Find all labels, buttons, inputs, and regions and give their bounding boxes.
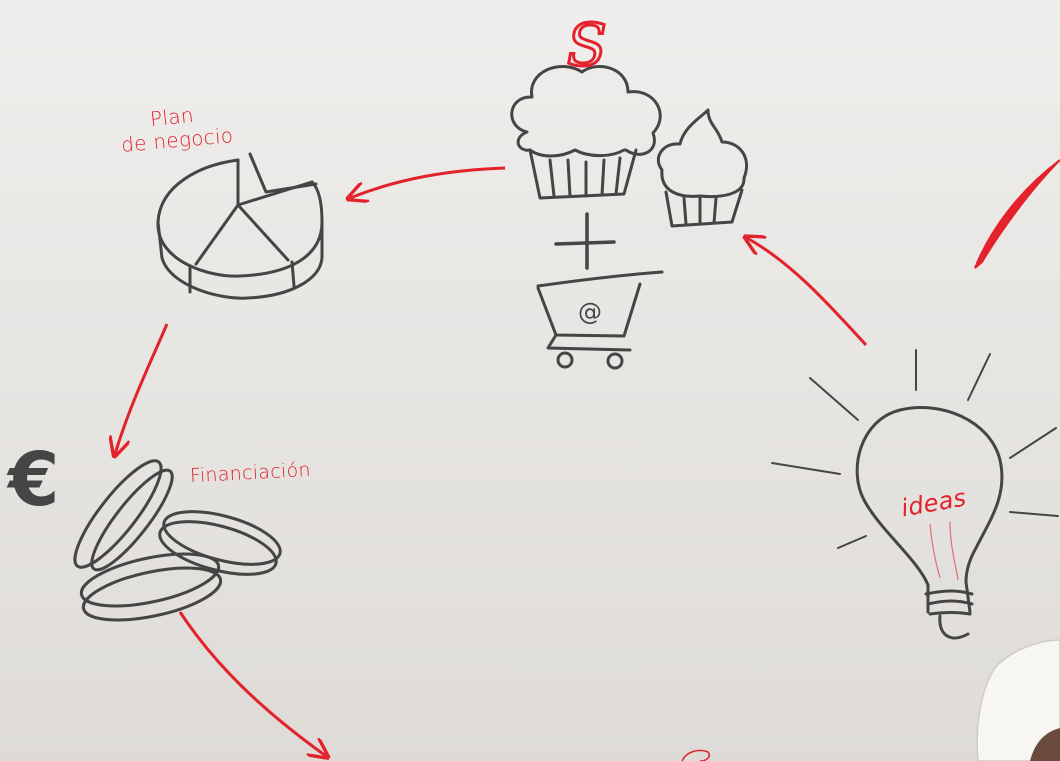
shopping-cart-icon xyxy=(536,270,664,370)
arrow-to-plan xyxy=(350,166,506,198)
at-symbol: @ xyxy=(578,298,602,326)
arrow-to-product xyxy=(747,238,868,347)
plan-label-line1: Plan xyxy=(148,102,195,132)
coins-icon xyxy=(73,459,282,622)
pie-chart-icon xyxy=(156,152,324,300)
arrow-to-financing xyxy=(115,323,169,454)
arrow-to-next-step xyxy=(178,611,326,756)
small-cupcake-icon xyxy=(656,108,748,228)
checkmark-icon xyxy=(974,159,1060,269)
plus-icon xyxy=(554,212,616,270)
lightbulb-rays xyxy=(771,349,1059,549)
lightbulb-filament xyxy=(929,521,959,581)
partial-label-mark xyxy=(681,749,711,761)
lightbulb-icon xyxy=(855,405,1004,640)
euro-icon: € xyxy=(6,437,60,523)
chef-hat-icon xyxy=(976,639,1060,761)
cupcake-icon xyxy=(510,65,662,200)
